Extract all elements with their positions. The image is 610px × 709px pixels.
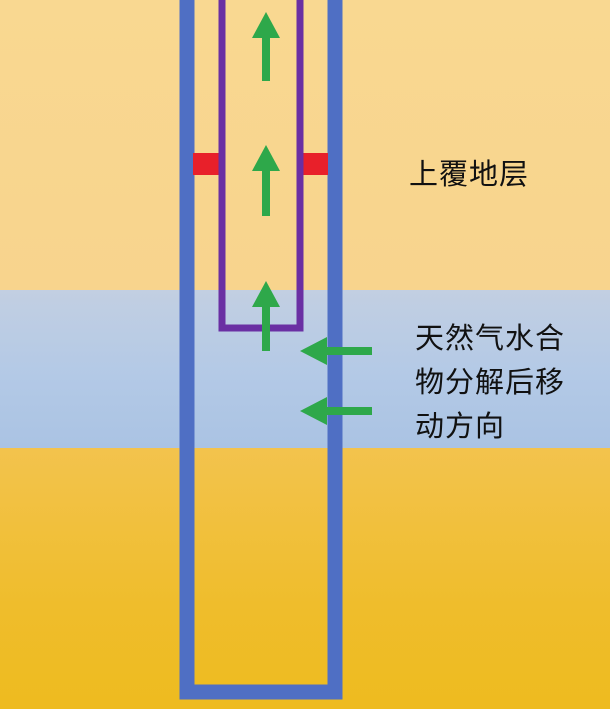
overburden-layer bbox=[0, 0, 610, 290]
seal-block-left bbox=[193, 153, 221, 175]
upward-arrow-1 bbox=[252, 12, 280, 81]
underlying-layer bbox=[0, 448, 610, 709]
hydrate-layer bbox=[0, 290, 610, 448]
outer-casing bbox=[179, 0, 343, 700]
inward-arrow-1 bbox=[300, 337, 372, 365]
seal-block-right bbox=[300, 153, 328, 175]
upward-arrow-3 bbox=[252, 281, 280, 351]
inner-tube bbox=[218, 0, 304, 332]
inward-arrow-2 bbox=[300, 397, 372, 425]
upward-arrow-2 bbox=[252, 145, 280, 216]
movement-direction-label: 天然气水合 物分解后移 动方向 bbox=[415, 321, 566, 443]
overburden-label: 上覆地层 bbox=[409, 157, 530, 191]
